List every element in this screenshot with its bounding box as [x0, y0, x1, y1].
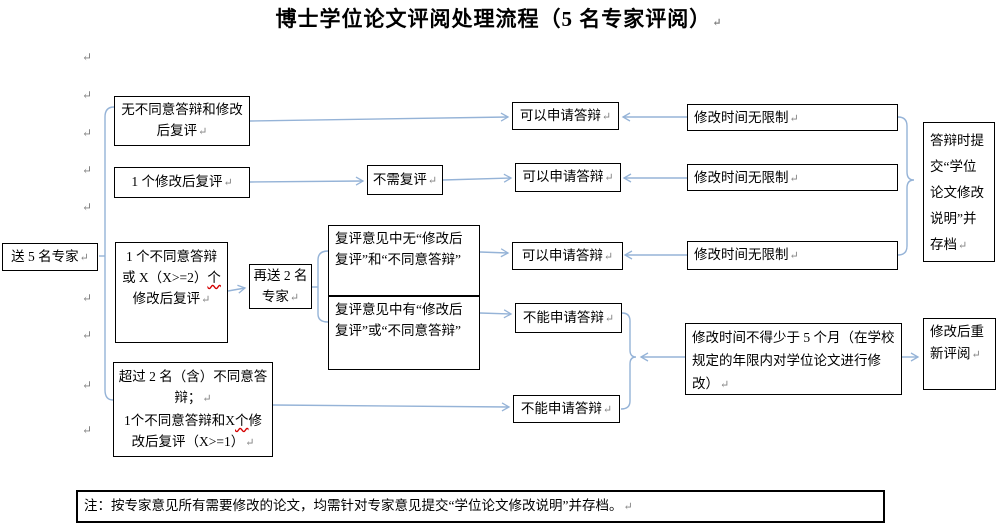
pilcrow-mark: ↵	[789, 113, 799, 125]
node-text-line: 改后复评（X>=1）↵	[131, 434, 255, 449]
node-rereview-after-revision: 修改后重 新评阅↵	[923, 318, 996, 390]
arrow-b4-to-cannot2	[272, 402, 511, 412]
pilcrow-mark: ↵	[427, 174, 438, 187]
node-text: 不能申请答辩↵	[520, 400, 613, 416]
spellcheck-word: 个	[207, 270, 221, 285]
node-text-line: 复评意见中无“修改后	[335, 231, 463, 246]
bracket-resend	[317, 250, 329, 323]
footnote-text: 注：按专家意见所有需要修改的论文，均需针对专家意见提交“学位论文修改说明”并存档…	[84, 498, 623, 513]
node-text: 可以申请答辩↵	[521, 247, 614, 263]
node-can-apply-defense-1: 可以申请答辩↵	[512, 102, 619, 130]
page-title: 博士学位论文评阅处理流程（5 名专家评阅）↵	[0, 3, 998, 33]
node-text-line: 或 X（X>=2）个	[122, 270, 221, 285]
node-can-apply-defense-2: 可以申请答辩↵	[515, 163, 621, 192]
node-cannot-apply-defense-2: 不能申请答辩↵	[513, 395, 620, 423]
margin-pilcrow: ↵	[82, 200, 93, 214]
node-text-line: 再送 2 名	[253, 267, 308, 283]
node-text: 不能申请答辩↵	[522, 309, 615, 325]
margin-pilcrow: ↵	[82, 163, 93, 177]
node-two-or-more-disagree: 超过 2 名（含）不同意答 辩；↵ 1个不同意答辩和X个修 改后复评（X>=1）…	[113, 362, 273, 457]
node-text: 可以申请答辩↵	[522, 169, 614, 184]
node-text-line: 修改后复评↵	[132, 291, 211, 306]
arrow-reviewno-to-can3	[479, 248, 510, 258]
margin-pilcrow: ↵	[82, 328, 93, 342]
node-no-time-limit-3: 修改时间无限制↵	[687, 241, 898, 270]
footnote-box: 注：按专家意见所有需要修改的论文，均需针对专家意见提交“学位论文修改说明”并存档…	[76, 490, 885, 523]
pilcrow-mark: ↵	[789, 250, 799, 262]
node-text-line: 1个不同意答辩和X个修	[124, 413, 262, 428]
node-text: 可以申请答辩↵	[519, 107, 612, 123]
arrow-noreview-to-can2	[442, 173, 513, 183]
pilcrow-mark: ↵	[971, 349, 981, 361]
arrow-b1-to-can1	[249, 112, 510, 122]
pilcrow-mark: ↵	[604, 312, 615, 325]
node-text-line: 专家↵	[261, 288, 300, 304]
node-no-rereview-needed: 不需复评↵	[367, 165, 443, 195]
bracket-main-trunk	[104, 106, 115, 401]
margin-pilcrow: ↵	[82, 50, 93, 64]
node-one-revise-rereview: 1 个修改后复评↵	[114, 167, 250, 198]
node-text: 不需复评↵	[372, 171, 438, 187]
node-submit-revision-note-archive: 答辩时提 交“学位 论文修改 说明”并 存档↵	[923, 122, 995, 262]
arrow-reviewyes-to-cannot1	[479, 309, 513, 319]
pilcrow-mark: ↵	[604, 172, 614, 184]
node-text-line: 复评”和“不同意答辩”	[335, 252, 461, 267]
node-one-disagree-or-x-revise: 1 个不同意答辩 或 X（X>=2）个 修改后复评↵	[115, 242, 228, 343]
pilcrow-mark: ↵	[289, 291, 300, 304]
node-text-line: 修改后重	[930, 324, 984, 339]
node-text: 送 5 名专家↵	[11, 248, 89, 264]
pilcrow-mark: ↵	[198, 126, 208, 138]
pilcrow-mark: ↵	[958, 240, 968, 252]
node-cannot-apply-defense-1: 不能申请答辩↵	[515, 303, 622, 333]
pilcrow-mark: ↵	[601, 110, 612, 123]
node-min-five-months: 修改时间不得少于 5 个月（在学校规定的年限内对学位论文进行修改）↵	[685, 323, 902, 395]
pilcrow-mark: ↵	[602, 403, 613, 416]
node-text-line: 新评阅↵	[930, 346, 981, 361]
node-text-line: 答辩时提	[930, 133, 984, 148]
pilcrow-mark: ↵	[789, 173, 799, 185]
node-text: 1 个修改后复评↵	[131, 174, 233, 189]
node-text-line: 论文修改	[930, 185, 984, 200]
brace-archive	[897, 116, 915, 256]
pilcrow-mark: ↵	[245, 437, 255, 449]
margin-pilcrow: ↵	[82, 88, 93, 102]
pilcrow-mark: ↵	[201, 294, 211, 306]
node-text-line: 辩；↵	[174, 390, 212, 405]
node-text-line: 后复评↵	[156, 123, 208, 138]
node-text-line: 交“学位	[930, 159, 977, 174]
pilcrow-mark: ↵	[202, 393, 212, 405]
node-no-disagreement: 无不同意答辩和修改 后复评↵	[114, 96, 250, 146]
node-text-line: 1 个不同意答辩	[125, 249, 218, 264]
node-text-line: 无不同意答辩和修改	[121, 102, 243, 117]
node-rereview-opinion-has: 复评意见中有“修改后 复评”或“不同意答辩”	[328, 296, 480, 370]
margin-pilcrow: ↵	[82, 291, 93, 305]
pilcrow-mark: ↵	[623, 501, 633, 513]
arrow-b2-to-noreview	[249, 176, 365, 186]
pilcrow-mark: ↵	[223, 177, 233, 189]
pilcrow-mark: ↵	[712, 17, 723, 29]
node-no-time-limit-2: 修改时间无限制↵	[687, 164, 898, 191]
margin-pilcrow: ↵	[82, 378, 93, 392]
node-no-time-limit-1: 修改时间无限制↵	[687, 104, 898, 131]
bracket-cannot	[620, 312, 637, 410]
node-text-line: 存档↵	[930, 237, 968, 252]
pilcrow-mark: ↵	[603, 250, 614, 263]
node-text-line: 说明”并	[930, 211, 977, 226]
node-rereview-opinion-none: 复评意见中无“修改后 复评”和“不同意答辩”	[328, 225, 480, 296]
pilcrow-mark: ↵	[720, 379, 730, 391]
page-title-text: 博士学位论文评阅处理流程（5 名专家评阅）	[275, 7, 712, 31]
node-text-line: 复评意见中有“修改后	[335, 302, 463, 317]
node-send-5-experts: 送 5 名专家↵	[2, 243, 98, 271]
node-text-line: 复评”或“不同意答辩”	[335, 323, 461, 338]
spellcheck-word: 个	[235, 413, 249, 428]
pilcrow-mark: ↵	[79, 251, 89, 264]
node-resend-2-experts: 再送 2 名 专家↵	[249, 264, 312, 309]
margin-pilcrow: ↵	[82, 423, 93, 437]
node-text-line: 超过 2 名（含）不同意答	[118, 369, 268, 384]
arrow-b3-to-resend	[227, 284, 247, 294]
node-can-apply-defense-3: 可以申请答辩↵	[512, 242, 623, 270]
margin-pilcrow: ↵	[82, 126, 93, 140]
